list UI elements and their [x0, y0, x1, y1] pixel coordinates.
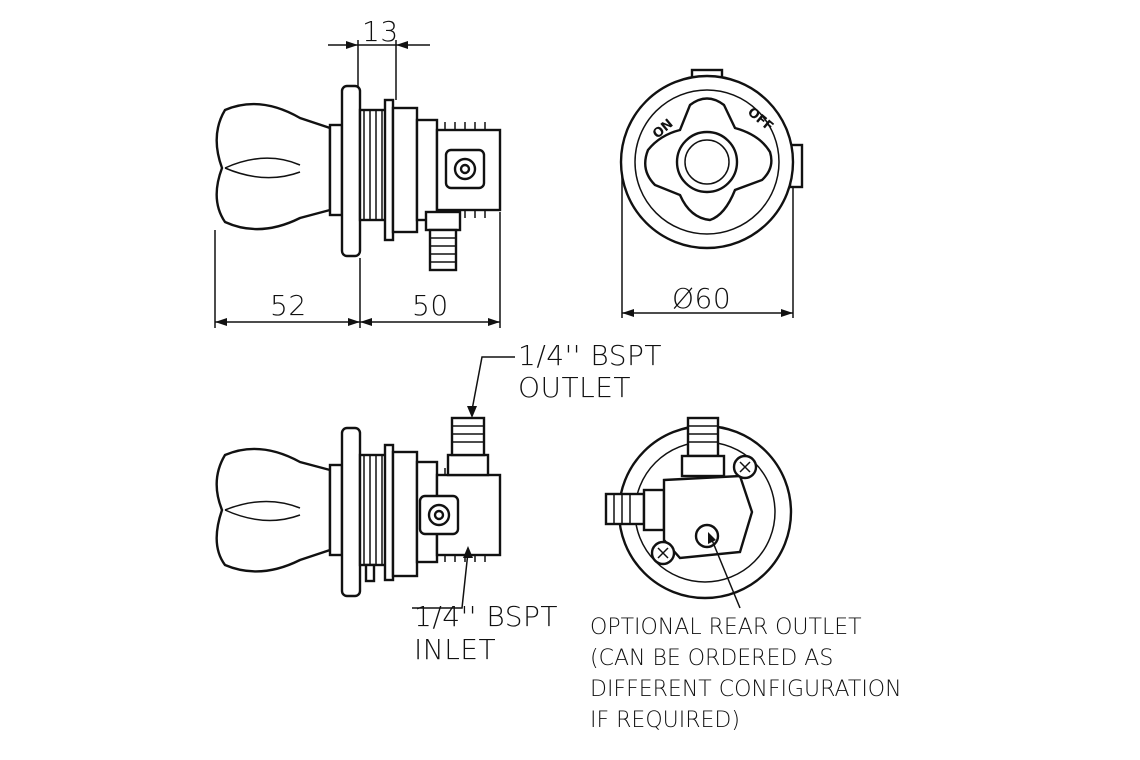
side-view-top — [215, 84, 502, 272]
dimension-lines — [214, 40, 794, 328]
rear-outlet-note: OPTIONAL REAR OUTLET (CAN BE ORDERED AS … — [590, 612, 902, 736]
note-line: OPTIONAL REAR OUTLET — [590, 615, 862, 640]
note-line: DIFFERENT CONFIGURATION — [590, 677, 902, 702]
dimension-50: 50 — [412, 289, 449, 322]
rear-view — [604, 416, 793, 600]
leader-lines — [412, 356, 741, 609]
note-line: IF REQUIRED) — [590, 708, 740, 733]
inlet-callout-line1: 1/4'' BSPT — [414, 600, 558, 633]
inlet-callout-line2: INLET — [414, 633, 497, 666]
side-view-bottom — [215, 416, 502, 598]
outlet-callout-line2: OUTLET — [518, 371, 632, 404]
dimension-52: 52 — [270, 289, 307, 322]
dimension-13: 13 — [362, 15, 399, 48]
front-view: ON OFF — [619, 68, 804, 250]
dimension-diameter-60: Ø60 — [672, 282, 732, 315]
outlet-callout-line1: 1/4'' BSPT — [518, 339, 662, 372]
note-line: (CAN BE ORDERED AS — [590, 646, 834, 671]
